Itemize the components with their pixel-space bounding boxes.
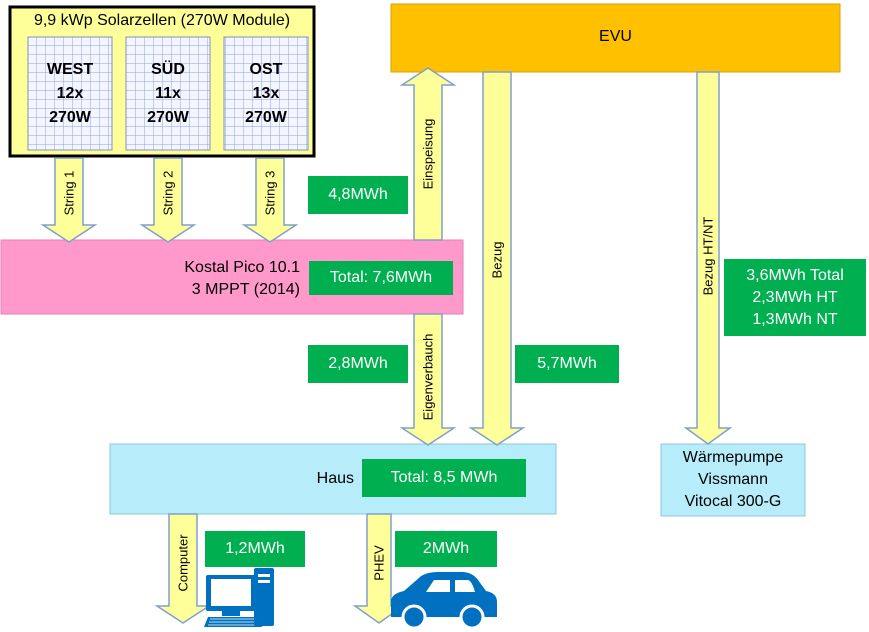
panel-sued-label: SÜD 11x 270W	[126, 58, 210, 130]
bezug-htnt-label: Bezug HT/NT	[700, 216, 716, 296]
eigenverbauch-label: Eigenverbauch	[420, 333, 436, 421]
waermepumpe-label: Wärmepumpe Vissmann Vitocal 300-G	[661, 447, 805, 513]
bezug-arrow	[468, 71, 526, 446]
evu-box	[390, 3, 841, 73]
bezug-htnt-values: 3,6MWh Total 2,3MWh HT 1,3MWh NT	[724, 259, 866, 336]
panel-west-watt: 270W	[49, 109, 91, 126]
bezug-htnt-nt: 1,3MWh NT	[752, 310, 838, 328]
phev-label: PHEV	[371, 545, 387, 581]
inverter-label: Kostal Pico 10.1 3 MPPT (2014)	[120, 257, 300, 301]
computer-label: Computer	[175, 534, 191, 592]
phev-value: 2MWh	[395, 531, 497, 567]
panel-west-dir: WEST	[46, 61, 94, 78]
panel-sued-watt: 270W	[147, 109, 189, 126]
solar-title: 9,9 kWp Solarzellen (270W Module)	[33, 12, 291, 29]
panel-ost-dir: OST	[249, 61, 283, 78]
waermepumpe-line3: Vitocal 300-G	[684, 493, 782, 510]
panel-ost-watt: 270W	[245, 109, 287, 126]
eigenverbauch-value: 2,8MWh	[308, 345, 408, 383]
car-icon	[391, 572, 497, 630]
waermepumpe-line2: Vissmann	[698, 471, 768, 488]
string-1-arrow	[40, 157, 98, 243]
panel-west	[27, 36, 113, 151]
haus-label: Haus	[316, 470, 354, 487]
einspeisung-value: 4,8MWh	[308, 176, 408, 214]
waermepumpe-box	[660, 443, 806, 517]
bezug-value: 5,7MWh	[515, 345, 619, 383]
bezug-htnt-ht: 2,3MWh HT	[752, 288, 838, 306]
panel-west-count: 12x	[56, 85, 84, 102]
computer-arrow	[154, 513, 212, 624]
string-3-label: String 3	[262, 170, 278, 216]
haus-total: Total: 8,5 MWh	[362, 459, 526, 497]
inverter-total: Total: 7,6MWh	[309, 261, 453, 295]
panel-ost-label: OST 13x 270W	[224, 58, 308, 130]
einspeisung-arrow	[399, 67, 457, 241]
string-2-arrow	[139, 157, 197, 243]
panel-sued-count: 11x	[155, 85, 181, 102]
panel-sued-dir: SÜD	[151, 61, 185, 78]
eigenverbauch-arrow	[399, 313, 457, 446]
panel-ost-count: 13x	[252, 85, 280, 102]
string-3-arrow	[241, 157, 299, 243]
computer-value: 1,2MWh	[205, 531, 305, 567]
computer-icon	[204, 568, 274, 627]
einspeisung-label: Einspeisung	[420, 118, 436, 190]
panel-sued	[125, 36, 211, 151]
panel-west-label: WEST 12x 270W	[28, 58, 112, 130]
evu-label: EVU	[599, 28, 632, 45]
bezug-htnt-arrow	[683, 71, 733, 445]
bezug-label: Bezug	[489, 241, 505, 279]
string-2-label: String 2	[160, 170, 176, 216]
inverter-line1: Kostal Pico 10.1	[184, 259, 300, 276]
panel-ost	[223, 36, 309, 151]
string-1-label: String 1	[61, 170, 77, 216]
bezug-htnt-total: 3,6MWh Total	[746, 266, 844, 284]
inverter-line2: 3 MPPT (2014)	[191, 281, 300, 298]
waermepumpe-line1: Wärmepumpe	[682, 449, 784, 466]
